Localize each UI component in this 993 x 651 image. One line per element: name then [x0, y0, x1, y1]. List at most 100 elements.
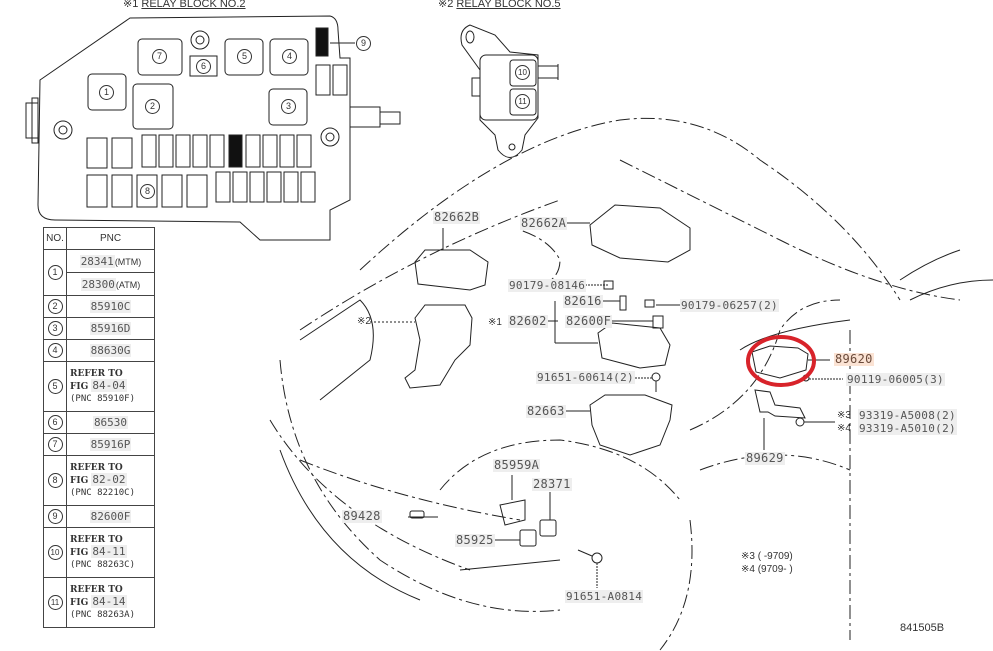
- table-row[interactable]: 9 82600F: [43, 505, 155, 528]
- figure-id: 841505B: [900, 622, 945, 634]
- note-marker-4: ※4: [837, 423, 851, 434]
- callout-4[interactable]: 4: [282, 49, 297, 64]
- callout-6[interactable]: 6: [196, 59, 211, 74]
- relay-block-2-title-text: RELAY BLOCK NO.2: [141, 0, 246, 10]
- table-row[interactable]: 3 85916D: [43, 317, 155, 340]
- ref-label: REFER TO: [70, 535, 123, 545]
- row-number: 4: [47, 343, 63, 358]
- ref-pnc: (PNC 82210C): [70, 488, 136, 498]
- callout-11[interactable]: 11: [515, 94, 530, 109]
- pnc-value[interactable]: 28341: [79, 254, 115, 268]
- row-number: 6: [47, 415, 63, 430]
- ref-fig-link[interactable]: 84-04: [91, 379, 127, 392]
- part-93319-A5010[interactable]: 93319-A5010(2): [858, 422, 957, 435]
- callout-9[interactable]: 9: [356, 36, 371, 51]
- table-row[interactable]: 7 85916P: [43, 433, 155, 456]
- ref-fig-link[interactable]: 84-11: [91, 545, 127, 558]
- pnc-value[interactable]: 85916P: [89, 438, 132, 451]
- table-row[interactable]: 8 REFER TO FIG 82-02 (PNC 82210C): [43, 455, 155, 506]
- table-row[interactable]: 5 REFER TO FIG 84-04 (PNC 85910F): [43, 361, 155, 412]
- part-91651-60614[interactable]: 91651-60614(2): [536, 371, 635, 384]
- ref-label: REFER TO: [70, 463, 123, 473]
- highlight-circle: [746, 335, 816, 387]
- row-number: 10: [47, 545, 63, 560]
- note-marker-1: ※1: [488, 317, 502, 328]
- note-marker-3: ※3: [837, 410, 851, 421]
- row-number: 2: [47, 299, 63, 314]
- part-85959A[interactable]: 85959A: [493, 458, 541, 472]
- part-89428[interactable]: 89428: [342, 509, 382, 523]
- pnc-value[interactable]: 86530: [92, 416, 129, 429]
- part-82663[interactable]: 82663: [526, 404, 566, 418]
- callout-7[interactable]: 7: [152, 49, 167, 64]
- callout-3[interactable]: 3: [281, 99, 296, 114]
- table-row[interactable]: 10 REFER TO FIG 84-11 (PNC 88263C): [43, 527, 155, 578]
- row-number: 5: [47, 379, 63, 394]
- relay-block-5-title: ※2 RELAY BLOCK NO.5: [438, 0, 561, 10]
- part-91651-A0814[interactable]: 91651-A0814: [565, 590, 644, 603]
- callout-1[interactable]: 1: [99, 85, 114, 100]
- pnc-value[interactable]: 88630G: [89, 344, 132, 357]
- ref-fig-prefix: FIG: [70, 382, 92, 392]
- part-90179-08146[interactable]: 90179-08146: [508, 279, 587, 292]
- table-row[interactable]: 6 86530: [43, 411, 155, 434]
- relay-block-5-title-text: RELAY BLOCK NO.5: [456, 0, 561, 10]
- table-row[interactable]: 1 28341(MTM): [43, 249, 155, 296]
- header-pnc: PNC: [66, 227, 155, 250]
- row-number: 1: [47, 265, 63, 280]
- table-row[interactable]: 4 88630G: [43, 339, 155, 362]
- car-hood-line: [359, 117, 901, 301]
- callout-8[interactable]: 8: [140, 184, 155, 199]
- table-row[interactable]: 2 85910C: [43, 295, 155, 318]
- ecu-89620-shape: [751, 345, 809, 379]
- row-number: 7: [47, 437, 63, 452]
- ref-pnc: (PNC 85910F): [70, 394, 136, 404]
- note-3-date-range: ※3 ( -9709): [741, 551, 793, 562]
- part-85925[interactable]: 85925: [455, 533, 495, 547]
- callout-10[interactable]: 10: [515, 65, 530, 80]
- part-82600F[interactable]: 82600F: [565, 314, 613, 328]
- part-82602[interactable]: 82602: [508, 314, 548, 328]
- pnc-value[interactable]: 28300: [80, 277, 116, 291]
- note-marker: ※1: [123, 0, 139, 10]
- row-number: 3: [47, 321, 63, 336]
- callout-5[interactable]: 5: [237, 49, 252, 64]
- ref-fig-prefix: FIG: [70, 598, 92, 608]
- part-89629[interactable]: 89629: [745, 451, 785, 465]
- ref-fig-link[interactable]: 82-02: [91, 473, 127, 486]
- callout-2[interactable]: 2: [145, 99, 160, 114]
- part-28371[interactable]: 28371: [532, 477, 572, 491]
- fuse-row-2: [86, 171, 316, 208]
- row-number: 11: [47, 595, 63, 610]
- part-93319-A5008[interactable]: 93319-A5008(2): [858, 409, 957, 422]
- relay-block-2-title: ※1 RELAY BLOCK NO.2: [123, 0, 246, 10]
- note-marker: ※2: [438, 0, 454, 10]
- pnc-table: NO. PNC 1 28341(MTM) 28300(ATM) 2 85910C…: [43, 227, 155, 628]
- pnc-value[interactable]: 85916D: [89, 322, 132, 335]
- ref-fig-prefix: FIG: [70, 476, 92, 486]
- relay-block-5-outline: [460, 24, 539, 158]
- part-82616[interactable]: 82616: [563, 294, 603, 308]
- part-90119-06005[interactable]: 90119-06005(3): [846, 373, 945, 386]
- ref-fig-prefix: FIG: [70, 548, 92, 558]
- pnc-suffix: (MTM): [114, 256, 142, 267]
- ref-pnc: (PNC 88263A): [70, 610, 136, 620]
- part-82662B[interactable]: 82662B: [433, 210, 481, 224]
- note-marker-2: ※2: [357, 316, 371, 327]
- ref-fig-link[interactable]: 84-14: [91, 595, 127, 608]
- table-row[interactable]: 11 REFER TO FIG 84-14 (PNC 88263A): [43, 577, 155, 628]
- part-89620[interactable]: 89620: [834, 352, 874, 366]
- ref-label: REFER TO: [70, 585, 123, 595]
- row-number: 8: [47, 473, 63, 488]
- pnc-value[interactable]: 85910C: [89, 300, 132, 313]
- part-90179-06257[interactable]: 90179-06257(2): [680, 299, 779, 312]
- pnc-suffix: (ATM): [115, 279, 141, 290]
- pnc-value[interactable]: 82600F: [89, 510, 132, 523]
- ref-pnc: (PNC 88263C): [70, 560, 136, 570]
- ref-label: REFER TO: [70, 369, 123, 379]
- header-no: NO.: [43, 227, 67, 250]
- part-82662A[interactable]: 82662A: [520, 216, 568, 230]
- table-row[interactable]: 28300(ATM): [44, 272, 155, 296]
- row-number: 9: [47, 509, 63, 524]
